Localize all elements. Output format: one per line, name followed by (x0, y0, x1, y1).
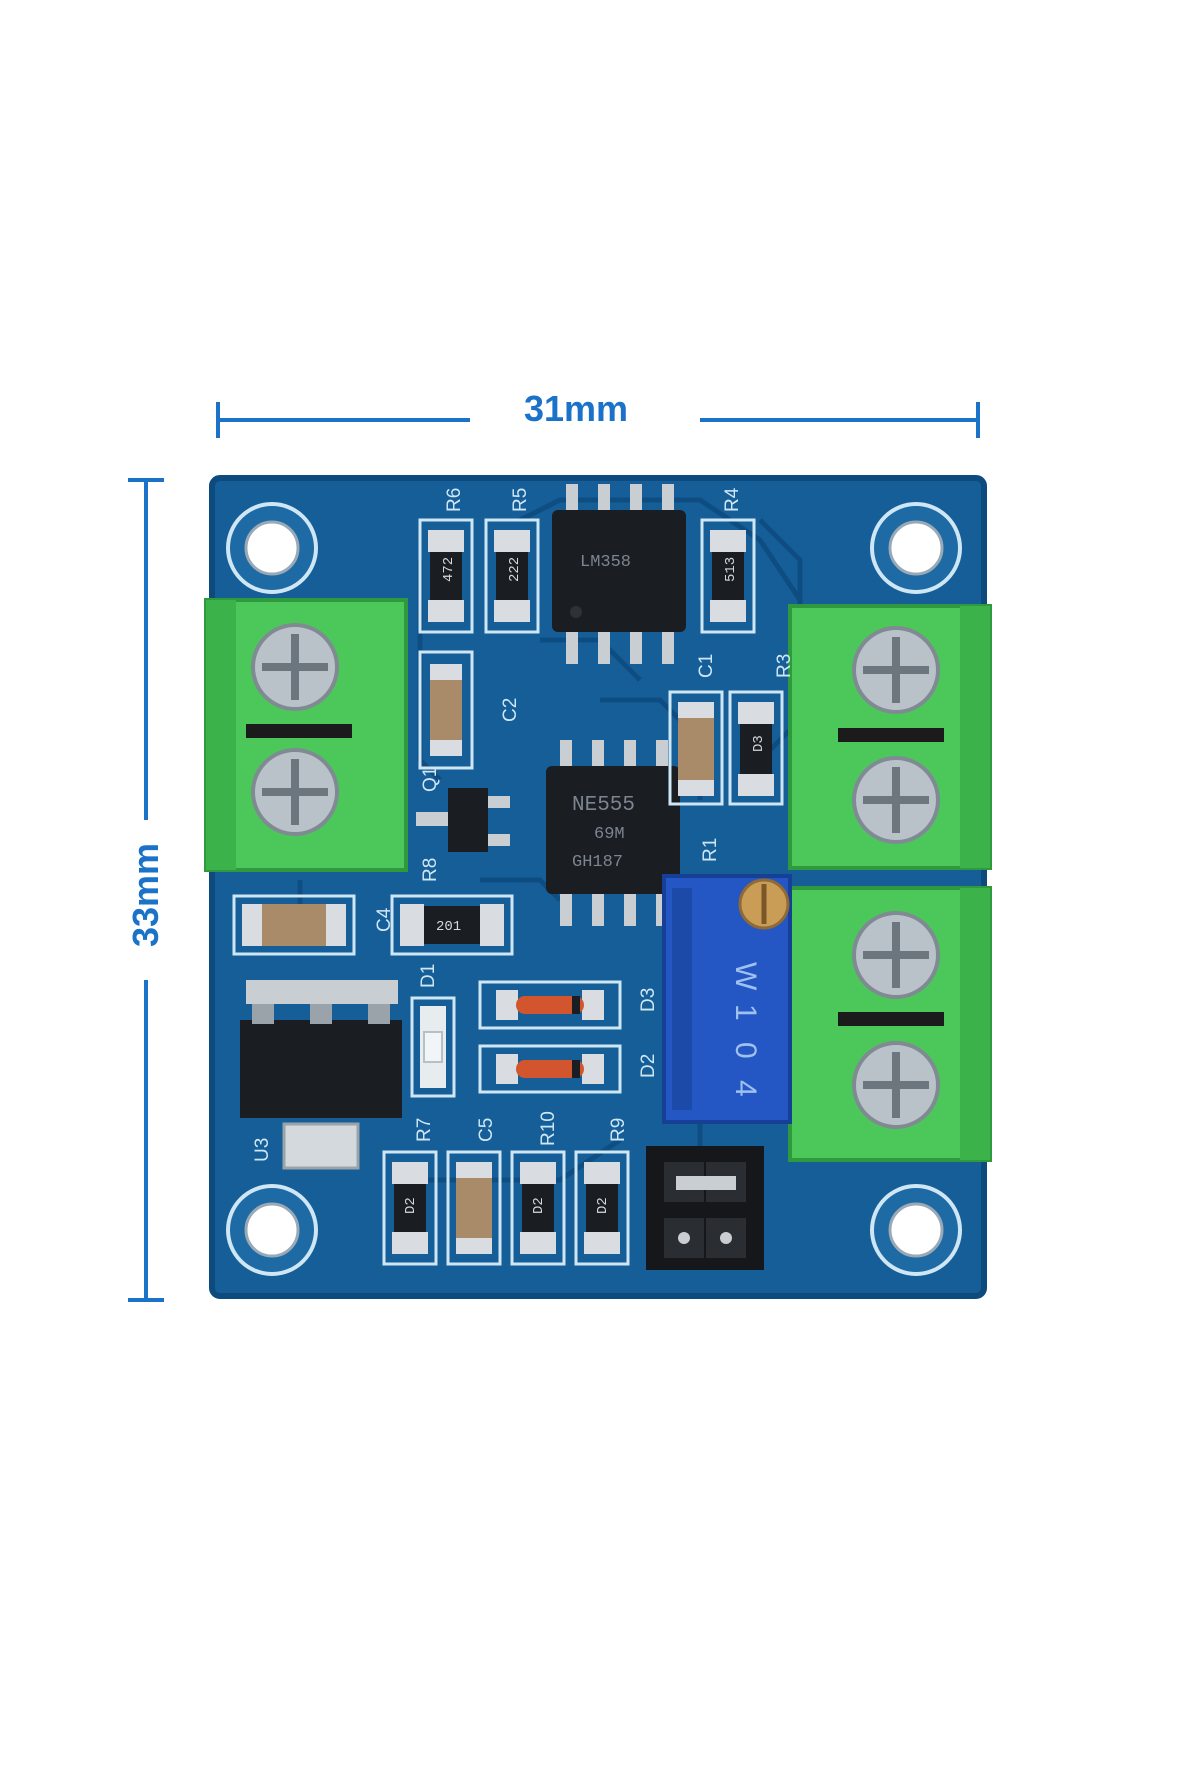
timer-marking-line3: GH187 (572, 853, 623, 872)
transistor-q1 (416, 788, 510, 852)
silk-r8: R8 (420, 858, 441, 882)
silk-r7: R7 (414, 1118, 435, 1142)
silk-c5: C5 (476, 1118, 497, 1142)
silk-d1: D1 (418, 964, 439, 988)
silk-r4: R4 (722, 487, 743, 512)
mounting-hole-bottom-right (870, 1184, 962, 1276)
component-markings: 472 222 513 D3 201 D2 D2 D2 (403, 557, 767, 1214)
silk-q1: Q1 (420, 767, 441, 792)
height-dimension-line (128, 478, 164, 1302)
marking-r6: 472 (441, 557, 457, 582)
silkscreen-labels: R6 R5 R4 C1 R3 C2 Q1 R8 R1 C4 D1 D3 D2 U… (252, 487, 795, 1162)
opamp-chip (552, 484, 686, 664)
silk-c4: C4 (374, 907, 395, 932)
silk-r10: R10 (538, 1111, 559, 1146)
silk-r1: R1 (700, 838, 721, 862)
timer-marking-line2: 69M (594, 825, 625, 844)
terminal-block-left (204, 598, 408, 872)
mounting-hole-top-right (870, 502, 962, 594)
silk-d2: D2 (638, 1054, 659, 1078)
diode-d3 (478, 980, 622, 1030)
pot-char-4: 4 (729, 1080, 762, 1097)
marking-r10: D2 (531, 1197, 547, 1214)
led-d1 (410, 996, 456, 1098)
mounting-hole-bottom-left (226, 1184, 318, 1276)
terminal-block-right-top (788, 604, 992, 870)
chip-markings: LM358 NE555 69M GH187 (572, 553, 635, 872)
pot-markings: W 1 0 4 (729, 962, 762, 1097)
marking-r8: 201 (436, 919, 461, 935)
marking-r5: 222 (507, 557, 523, 582)
pot-char-1: W (729, 962, 762, 991)
pot-char-2: 1 (729, 1004, 762, 1021)
silk-c1: C1 (696, 654, 717, 678)
jumper-header (646, 1146, 764, 1270)
silk-c2: C2 (500, 698, 521, 722)
marking-r3: D3 (751, 735, 767, 752)
silk-r3: R3 (774, 654, 795, 678)
marking-r7: D2 (403, 1197, 419, 1214)
potentiometer-r1 (662, 874, 792, 1124)
silk-u3: U3 (252, 1138, 273, 1162)
timer-marking: NE555 (572, 794, 635, 817)
mounting-hole-top-left (226, 502, 318, 594)
timer-chip (546, 740, 680, 926)
silk-r6: R6 (444, 488, 465, 512)
width-dimension-line (216, 402, 980, 438)
marking-r4: 513 (723, 557, 739, 582)
diode-d2 (478, 1044, 622, 1094)
width-dimension-label: 31mm (524, 388, 629, 429)
marking-r9: D2 (595, 1197, 611, 1214)
pot-char-3: 0 (729, 1042, 762, 1059)
opamp-marking: LM358 (580, 553, 631, 572)
silk-d3: D3 (638, 988, 659, 1012)
height-dimension-label: 33mm (125, 842, 166, 948)
silk-r5: R5 (510, 488, 531, 512)
voltage-regulator-u3 (240, 980, 402, 1170)
smd-components (232, 518, 784, 1266)
silk-r9: R9 (608, 1118, 629, 1142)
terminal-block-right-bottom (788, 886, 992, 1162)
